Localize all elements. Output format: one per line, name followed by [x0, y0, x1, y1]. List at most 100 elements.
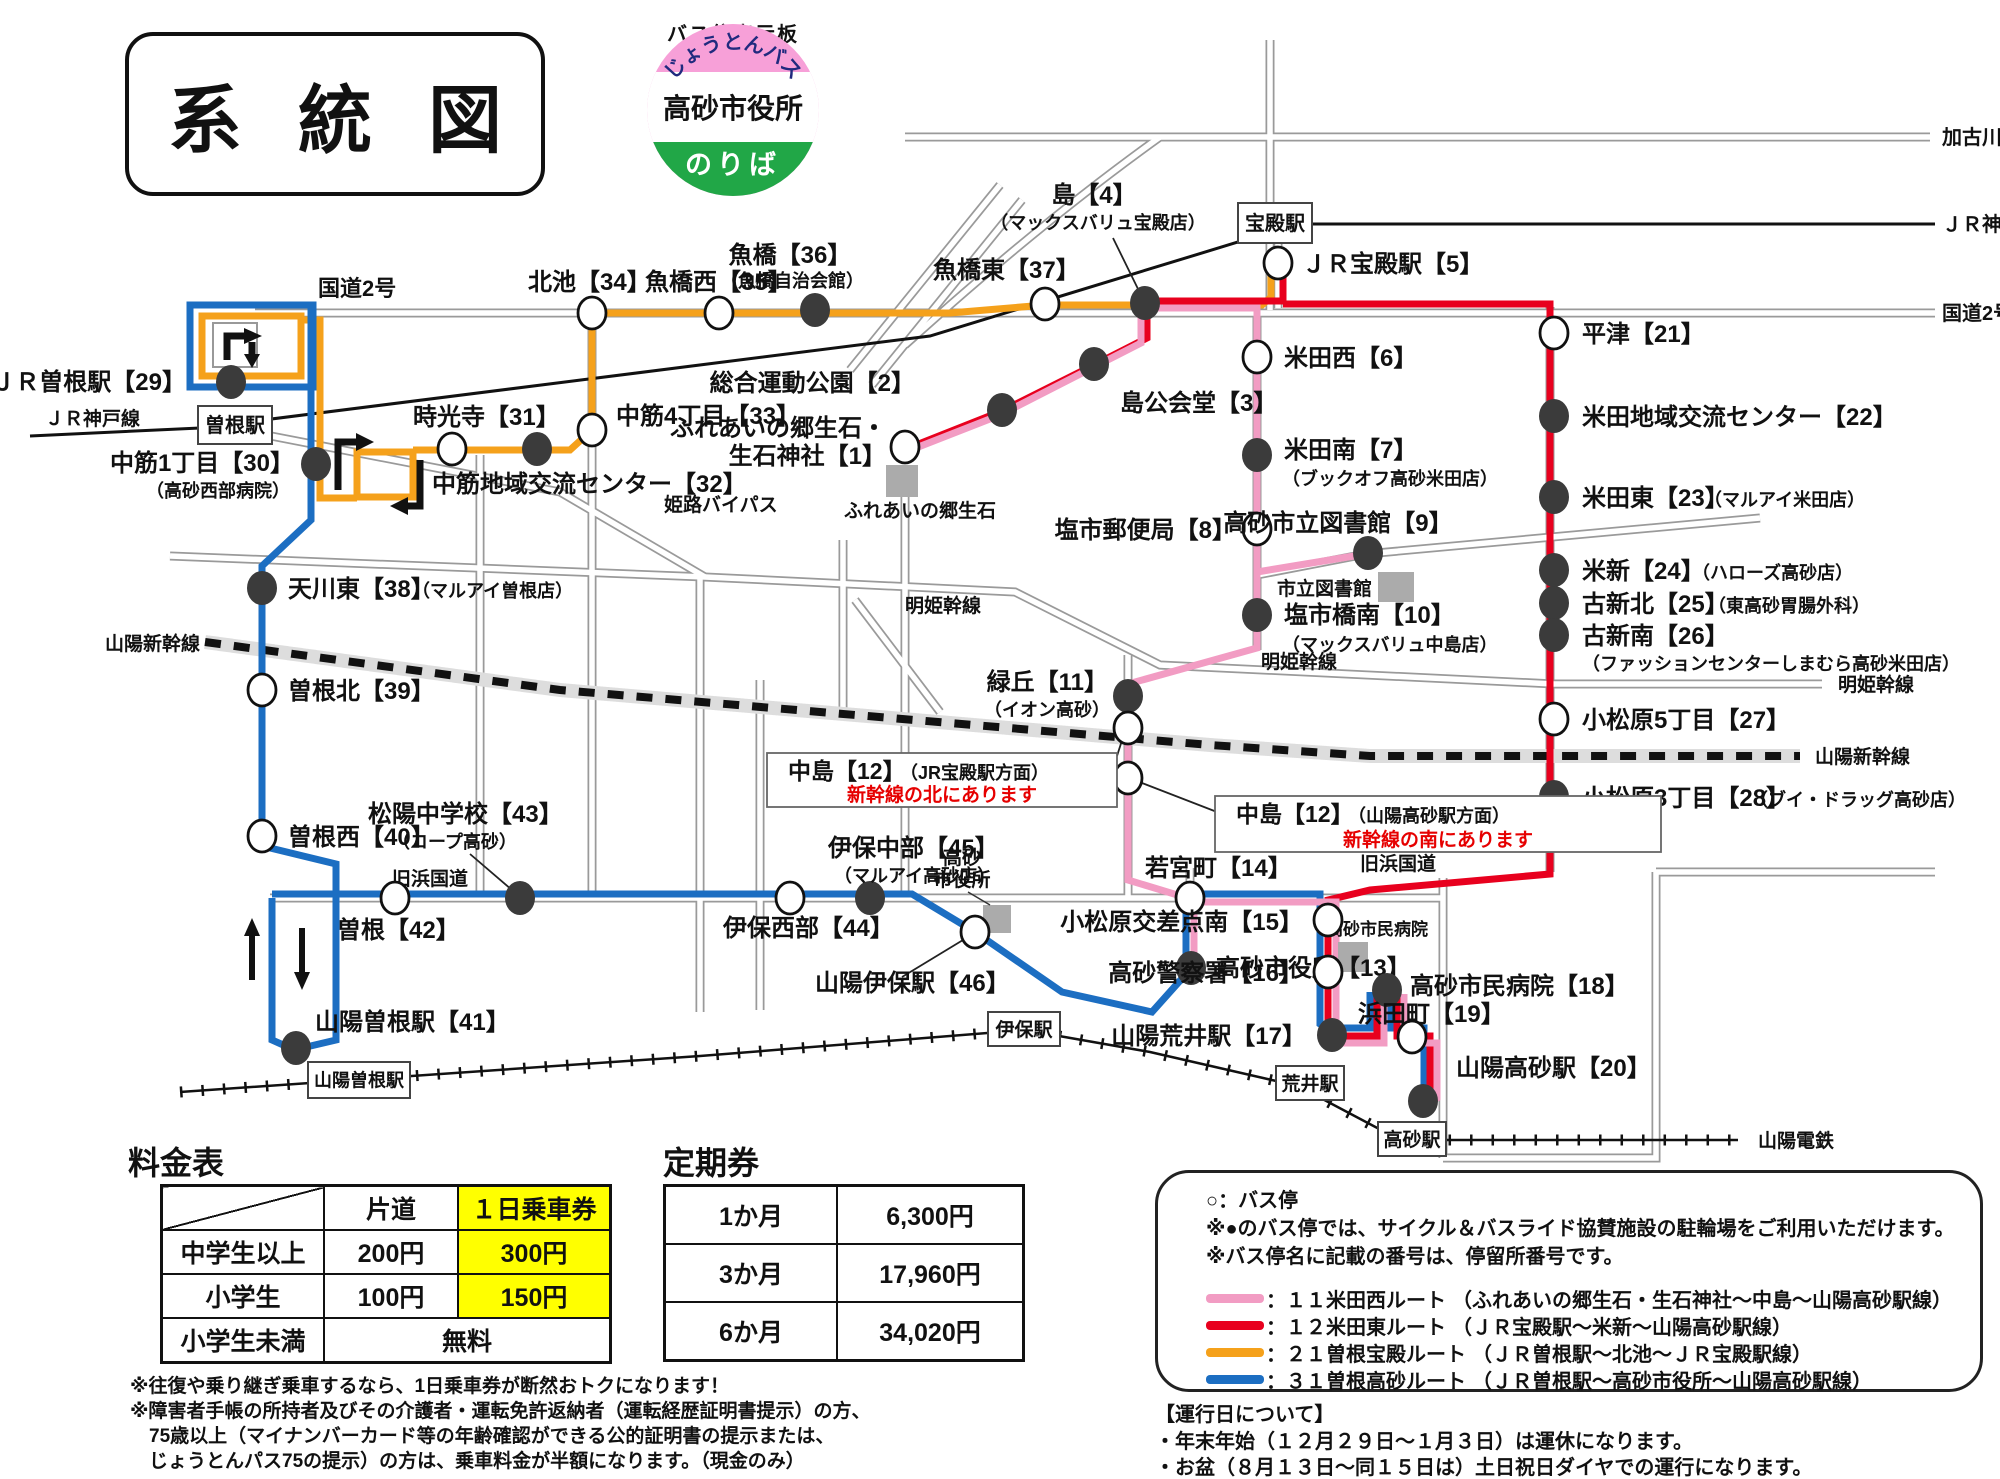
bus-stop-label-38: （マルアイ曽根店）: [412, 580, 573, 601]
page-title: 系統図: [168, 78, 558, 162]
bus-stop-open-5: [1262, 245, 1294, 281]
bus-stop-label-36: 魚橋【36】: [729, 241, 852, 269]
bus-stop-filled-30: [301, 447, 331, 481]
fare-table: 片道 １日乗車券 中学生以上 200円 300円 小学生 100円 150円 小…: [160, 1184, 612, 1364]
direction-arrows: [212, 322, 424, 990]
bus-stop-label-4: 島【4】: [1051, 181, 1136, 209]
bus-stop-open-35: [703, 295, 735, 331]
pass-section-title: 定期券: [663, 1145, 760, 1181]
bus-stop-filled-10: [1242, 598, 1272, 632]
bus-stop-open-6: [1241, 339, 1273, 375]
legend-route-name: ：３１曽根高砂ルート: [1266, 1371, 1466, 1393]
road-label: ＪＲ神戸線: [45, 407, 140, 430]
fare-diagonal-cell: [160, 1184, 325, 1231]
bus-stop-label-24: （ハローズ高砂店）: [1692, 562, 1853, 583]
bus-stop-open-34: [576, 295, 608, 331]
callout-direction: （JR宝殿駅方面）: [900, 762, 1049, 783]
bus-stop-open-37: [1029, 286, 1061, 322]
bus-stop-label-45: 伊保中部【45】: [827, 834, 999, 862]
road-label: 山陽新幹線: [1815, 745, 1910, 768]
legend-route-0: ：１１米田西ルート（ふれあいの郷生石・生石神社～中島～山陽高砂駅線）: [1206, 1285, 1980, 1312]
bus-stop-filled-41: [281, 1031, 311, 1065]
loop-direction-icon: [212, 322, 262, 368]
bus-stop-open-15: [1312, 902, 1344, 938]
pass-price: 6,300円: [836, 1184, 1025, 1245]
road-label: 国道2号: [318, 276, 396, 301]
bus-stop-label-10: （マックスバリュ中島店）: [1282, 634, 1497, 655]
turn-arrow-icon: [334, 433, 374, 490]
station-box-label: 伊保駅: [994, 1018, 1053, 1041]
bus-stop-label-1: 生石神社【1】: [729, 442, 886, 470]
road: [903, 134, 1162, 348]
road: [869, 198, 1025, 387]
down-arrow-icon: [294, 928, 310, 990]
bus-stop-filled-17: [1317, 1018, 1347, 1052]
stop-leader-line: [1112, 237, 1141, 294]
station-box: [1237, 202, 1313, 244]
bus-stops-layer: ふれあいの郷生石・生石神社【1】総合運動公園【2】島公会堂【3】島【4】（マック…: [0, 181, 1966, 1118]
bus-stop-open-27: [1538, 701, 1570, 737]
legend-cycle-note: ※●のバス停では、サイクル＆バスライド協賛施設の駐輪場をご利用いただけます。: [1206, 1218, 1955, 1240]
bus-stop-label-19: 浜田町【19】: [1358, 1001, 1505, 1028]
bus-stop-label-16: 高砂警察署【16】: [1108, 959, 1303, 987]
bus-stop-label-46: 山陽伊保駅【46】: [815, 970, 1010, 997]
legend-route-desc: （ＪＲ宝殿駅～米新～山陽高砂駅線）: [1452, 1317, 1792, 1339]
road-label: 国道2号: [1942, 301, 2000, 325]
bus-stop-label-32: 中筋地域交流センター【32】: [432, 470, 747, 498]
fare-header-row: 片道 １日乗車券: [160, 1184, 612, 1231]
bus-stop-label-7: （ブックオフ高砂米田店）: [1282, 468, 1498, 489]
legend-route-name: ：１１米田西ルート: [1266, 1290, 1446, 1312]
legend-route-3: ：３１曽根高砂ルート（ＪＲ曽根駅～高砂市役所～山陽高砂駅線）: [1206, 1366, 1980, 1393]
bus-stop-open-8: [1241, 511, 1273, 547]
legend-panel: ○：バス停 ※●のバス停では、サイクル＆バスライド協賛施設の駐輪場をご利用いただ…: [1155, 1170, 1983, 1393]
pass-term: 3か月: [663, 1243, 838, 1303]
bus-stop-open-1: [889, 429, 921, 465]
fare-row-elementary: 小学生 100円 150円: [160, 1273, 612, 1319]
bus-stop-label-43: （コープ高砂）: [392, 831, 517, 852]
fare-oneway-value: 100円: [323, 1273, 459, 1319]
legend-route-list: ：１１米田西ルート（ふれあいの郷生石・生石神社～中島～山陽高砂駅線）：１２米田東…: [1206, 1285, 1980, 1393]
service-day-notes: 【運行日について】 ・年末年始（１２月２９日～１月３日）は運休になります。 ・お…: [1155, 1402, 1812, 1479]
bus-stop-label-35: 魚橋西【35】: [645, 268, 792, 296]
bus-stop-label-25: 古新北【25】: [1582, 590, 1729, 618]
bus-stop-label-38: 天川東【38】: [288, 576, 435, 603]
bus-stop-filled-2: [987, 393, 1017, 427]
road: [169, 553, 1822, 687]
service-heading: 【運行日について】: [1155, 1404, 1335, 1426]
bus-stop-label-41: 山陽曽根駅【41】: [315, 1008, 510, 1036]
bus-stop-filled-45: [855, 881, 885, 915]
bus-stop-filled-26: [1539, 618, 1569, 652]
fare-row-junior: 中学生以上 200円 300円: [160, 1229, 612, 1275]
bus-stop-label-4: （マックスバリュ宝殿店）: [990, 212, 1205, 233]
fare-notes: ※往復や乗り継ぎ乗車するなら、1日乗車券が断然おトクになります！ ※障害者手帳の…: [130, 1376, 871, 1473]
bus-stop-filled-23: [1539, 480, 1569, 514]
bus-stop-label-37: 魚橋東【37】: [933, 256, 1080, 284]
bus-stop-label-43: 松陽中学校【43】: [368, 800, 563, 828]
road: [847, 183, 1003, 372]
fare-row-label: 中学生以上: [160, 1229, 325, 1275]
bus-stop-open-31: [436, 431, 468, 467]
bus-stop-label-6: 米田西【6】: [1284, 345, 1417, 372]
road-label: 明姫幹線: [905, 594, 981, 617]
bus-stop-label-10: 塩市橋南【10】: [1284, 601, 1455, 629]
road-label: 明姫幹線: [1838, 673, 1914, 696]
legend-route-desc: （ＪＲ曽根駅～北池～ＪＲ宝殿駅線）: [1472, 1344, 1812, 1366]
bus-stop-filled-38: [247, 571, 277, 605]
road-label: 山陽新幹線: [105, 632, 200, 655]
bus-stop-filled-32: [522, 432, 552, 466]
bus-stop-label-9: 高砂市立図書館【9】: [1223, 509, 1452, 537]
station-box: [307, 1061, 411, 1099]
sanyo-railway: [179, 1024, 1738, 1146]
pass-row: 3か月 17,960円: [663, 1243, 1025, 1303]
station-box: [1275, 1065, 1345, 1101]
bus-stop-open-16: [1312, 954, 1344, 990]
building-label: ふれあいの郷生石: [844, 499, 996, 522]
bus-stop-open-19: [1396, 1019, 1428, 1055]
station-box-label: 宝殿駅: [1245, 211, 1305, 235]
legend-route-name: ：２１曽根宝殿ルート: [1266, 1344, 1466, 1366]
page-title-box: 系統図: [125, 32, 545, 196]
callout-note: 新幹線の南にあります: [1343, 828, 1533, 851]
